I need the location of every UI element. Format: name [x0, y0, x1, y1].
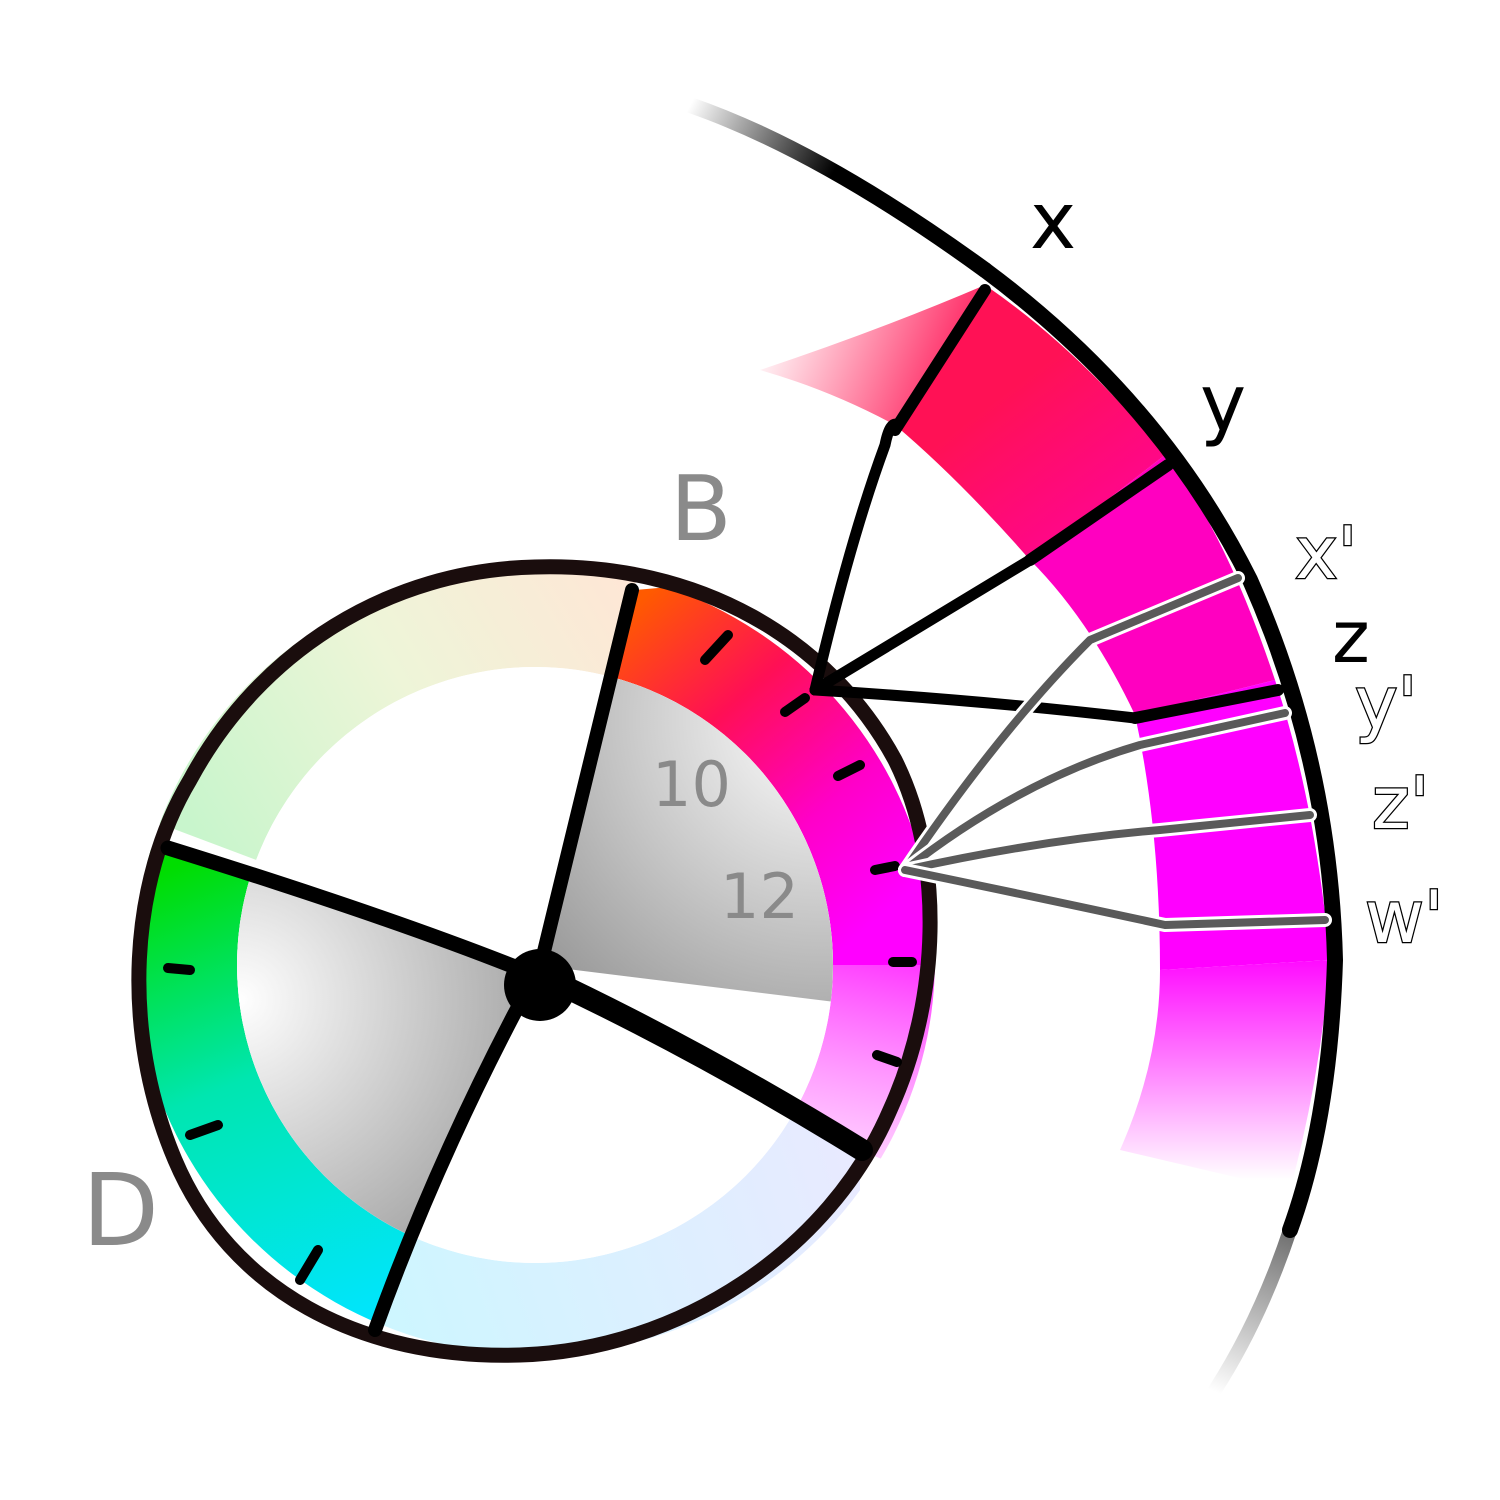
- band-divider-x: [889, 284, 991, 436]
- outer-arc-stroke: [977, 262, 1344, 1238]
- connector-y: [809, 554, 1036, 696]
- spoke-right: [529, 964, 873, 1161]
- label-y-prime: y': [1355, 661, 1417, 745]
- pointer-z-prime-core: [901, 811, 1314, 874]
- tick-8: [185, 1120, 223, 1140]
- band-divider-y: [1024, 459, 1174, 566]
- band-fade-start: [760, 285, 985, 425]
- label-b: B: [670, 457, 732, 562]
- label-z: z: [1332, 595, 1370, 679]
- tick-9: [295, 1245, 323, 1285]
- band-segment-red: [895, 285, 1165, 560]
- spoke-left: [160, 840, 543, 983]
- outer-arc-stroke-bottom: [1208, 1223, 1297, 1397]
- tick-7: [163, 963, 195, 975]
- label-10: 10: [652, 748, 731, 821]
- pointer-x-prime-core: [901, 574, 1242, 874]
- band-divider-z: [1129, 684, 1284, 724]
- label-y: y: [1200, 359, 1246, 449]
- wheel-outline: [131, 559, 938, 1363]
- pointer-y-prime-core: [901, 709, 1289, 874]
- connector-x: [809, 418, 904, 696]
- label-x-prime: x': [1295, 511, 1357, 595]
- tick-3: [833, 760, 865, 781]
- band-fade-end: [1120, 960, 1330, 1190]
- hub: [504, 949, 576, 1021]
- tick-2: [780, 693, 810, 717]
- label-12: 12: [720, 860, 799, 933]
- labels: B D 10 12 x y z x' y' z' w': [82, 177, 1445, 1269]
- pointer-w-prime-core: [901, 866, 1329, 929]
- label-d: D: [82, 1152, 159, 1269]
- spoke-top: [533, 583, 639, 975]
- label-z-prime: z': [1372, 761, 1430, 845]
- outer-arc-band: [682, 97, 1344, 1397]
- label-w-prime: w': [1365, 875, 1444, 959]
- tick-6: [872, 1050, 902, 1067]
- outer-arc-stroke-top: [682, 97, 993, 278]
- spoke-bottom: [368, 968, 542, 1337]
- tick-marks: [163, 630, 917, 1285]
- connector-z: [809, 684, 1141, 724]
- tick-1: [700, 630, 733, 665]
- label-x: x: [1030, 177, 1076, 267]
- connectors: [809, 418, 1332, 932]
- tick-4: [870, 861, 900, 875]
